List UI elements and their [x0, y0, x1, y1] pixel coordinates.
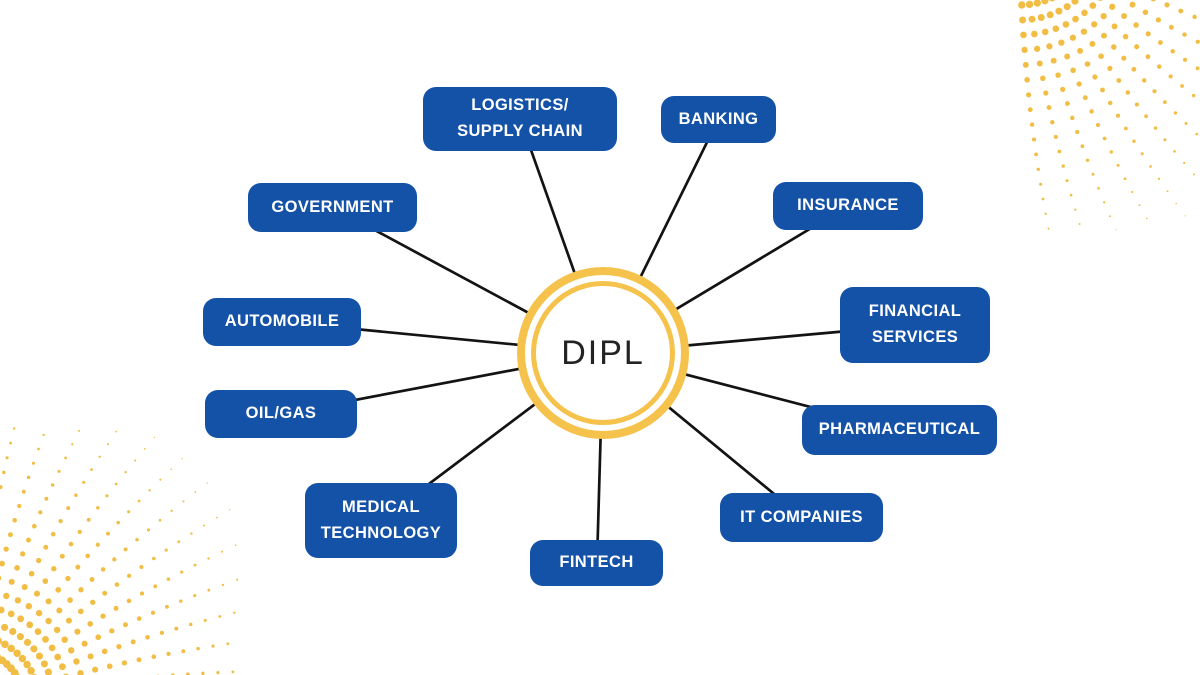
corner-dots-bottom-left [0, 427, 239, 675]
hub-circle: DIPL [517, 267, 689, 439]
node-it-companies: IT COMPANIES [720, 493, 883, 542]
corner-dots-top-right [1018, 0, 1200, 230]
node-pharmaceutical: PHARMACEUTICAL [802, 405, 997, 455]
node-medical-technology: MEDICAL TECHNOLOGY [305, 483, 457, 558]
hub-label: DIPL [561, 333, 645, 372]
hub-inner-ring [531, 281, 675, 425]
node-logistics-supply-chain: LOGISTICS/ SUPPLY CHAIN [423, 87, 617, 151]
node-insurance: INSURANCE [773, 182, 923, 230]
node-fintech: FINTECH [530, 540, 663, 586]
node-financial-services: FINANCIAL SERVICES [840, 287, 990, 363]
node-banking: BANKING [661, 96, 776, 143]
node-automobile: AUTOMOBILE [203, 298, 361, 346]
node-government: GOVERNMENT [248, 183, 417, 232]
node-oil-gas: OIL/GAS [205, 390, 357, 438]
